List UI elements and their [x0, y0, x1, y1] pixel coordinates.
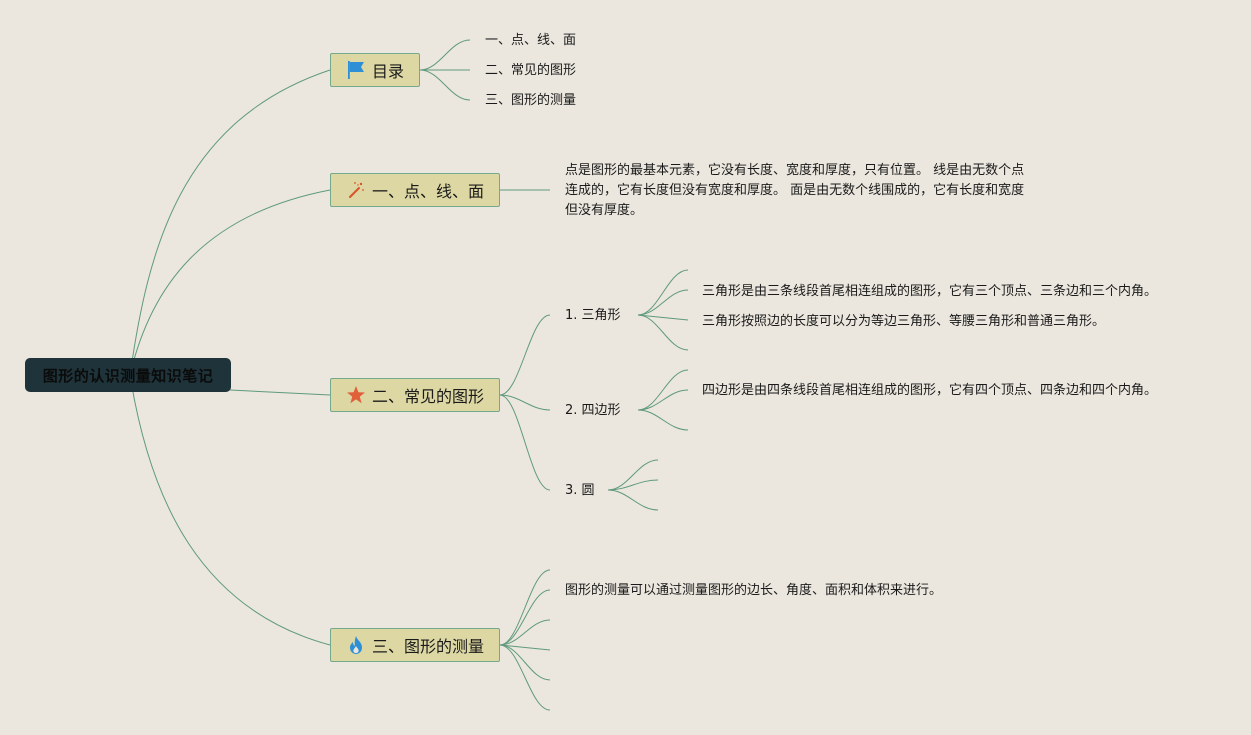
connector-triangle-3 [637, 314, 689, 321]
connector-circle-1 [607, 459, 659, 491]
connector-root-toc [129, 69, 331, 376]
topic-label: 一、点、线、面 [371, 182, 484, 201]
connector-topic3-6 [499, 644, 551, 711]
topic-label: 目录 [371, 62, 404, 81]
connector-topic2-circle [499, 394, 551, 491]
connector-toc-1 [419, 39, 471, 71]
connector-quad-1 [637, 369, 689, 411]
connector-topic2-quad [499, 394, 551, 411]
toc-item[interactable]: 二、常见的图形 [485, 63, 577, 78]
connector-topic2-triangle [499, 314, 551, 396]
connector-topic3-3 [499, 619, 551, 646]
topic-measurement[interactable]: 三、图形的测量 [330, 628, 500, 662]
connector-topic3-1 [499, 569, 551, 646]
note-line: 但没有厚度。 [565, 203, 644, 218]
fire-icon [346, 635, 366, 655]
topic-label: 三、图形的测量 [371, 637, 484, 656]
subtopic-circle[interactable]: 3. 圆 [565, 483, 595, 498]
star-icon [346, 385, 366, 405]
connector-root-topic1 [129, 189, 331, 376]
root-title: 图形的认识测量知识笔记 [42, 366, 214, 385]
connector-root-topic3 [129, 374, 331, 646]
topic1-note: 点是图形的最基本元素，它没有长度、宽度和厚度，只有位置。 线是由无数个点 连成的… [565, 161, 1065, 221]
note-line: 点是图形的最基本元素，它没有长度、宽度和厚度，只有位置。 线是由无数个点 [565, 163, 1025, 178]
connector-topic3-4 [499, 644, 551, 651]
triangle-detail: 三角形按照边的长度可以分为等边三角形、等腰三角形和普通三角形。 [702, 314, 1106, 329]
connector-topic3-5 [499, 644, 551, 681]
note-line: 连成的，它有长度但没有宽度和厚度。 面是由无数个线围成的，它有长度和宽度 [565, 183, 1025, 198]
subtopic-quadrilateral[interactable]: 2. 四边形 [565, 403, 621, 418]
subtopic-triangle[interactable]: 1. 三角形 [565, 308, 621, 323]
topic-table-of-contents[interactable]: 目录 [330, 53, 420, 87]
connector-topic3-2 [499, 589, 551, 646]
quadrilateral-detail: 四边形是由四条线段首尾相连组成的图形，它有四个顶点、四条边和四个内角。 [702, 383, 1158, 398]
connector-root-topic2 [229, 389, 331, 396]
connector-triangle-2 [637, 289, 689, 316]
connector-quad-2 [637, 389, 689, 411]
topic-common-shapes[interactable]: 二、常见的图形 [330, 378, 500, 412]
topic-points-lines-planes[interactable]: 一、点、线、面 [330, 173, 500, 207]
connector-triangle-4 [637, 314, 689, 351]
root-topic[interactable]: 图形的认识测量知识笔记 [25, 358, 231, 392]
toc-item[interactable]: 三、图形的测量 [485, 93, 577, 108]
triangle-detail: 三角形是由三条线段首尾相连组成的图形，它有三个顶点、三条边和三个内角。 [702, 284, 1158, 299]
connector-circle-3 [607, 489, 659, 511]
topic-label: 二、常见的图形 [371, 387, 484, 406]
magic-wand-icon [346, 180, 366, 200]
connector-circle-2 [607, 479, 659, 491]
measurement-detail: 图形的测量可以通过测量图形的边长、角度、面积和体积来进行。 [565, 583, 943, 598]
toc-item[interactable]: 一、点、线、面 [485, 33, 577, 48]
flag-icon [346, 60, 366, 80]
connector-triangle-1 [637, 269, 689, 316]
connector-quad-3 [637, 409, 689, 431]
connector-toc-3 [419, 69, 471, 101]
